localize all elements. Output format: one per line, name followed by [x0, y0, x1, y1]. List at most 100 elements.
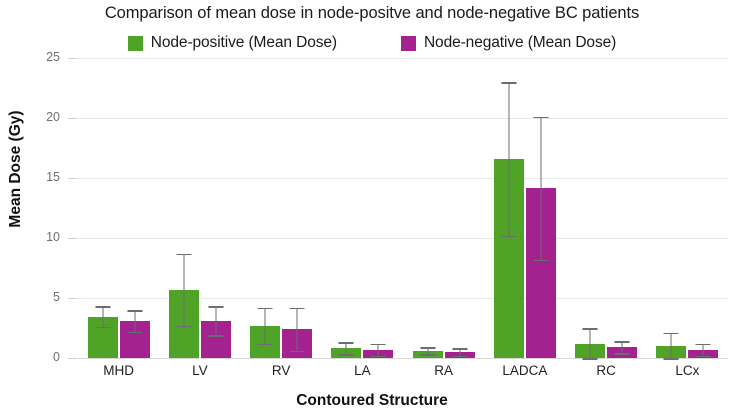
error-bar-cap-upper — [614, 341, 630, 343]
error-bar-cap-upper — [452, 348, 468, 350]
bar-node-negative[interactable] — [688, 58, 719, 358]
error-bar-cap-upper — [420, 347, 436, 349]
y-axis-tick-mark — [68, 178, 77, 179]
y-axis-tick-mark — [68, 58, 77, 59]
y-axis-tick-mark — [68, 118, 77, 119]
error-bar-cap-upper — [501, 82, 517, 84]
error-bar-cap-lower — [501, 235, 517, 238]
error-bar — [264, 307, 266, 344]
bar-node-positive[interactable] — [575, 58, 606, 360]
bar-node-negative[interactable] — [444, 58, 475, 358]
bar-group — [159, 58, 240, 358]
error-bar-cap-lower — [663, 358, 679, 360]
error-bar — [134, 310, 136, 332]
error-bar-cap-lower — [533, 259, 549, 262]
x-axis-title: Contoured Structure — [296, 392, 448, 409]
error-bar-cap-upper — [208, 306, 224, 308]
error-bar — [621, 341, 623, 354]
gridline — [78, 58, 728, 59]
error-bar-cap-lower — [208, 335, 224, 337]
bar-node-positive[interactable] — [168, 58, 199, 358]
y-axis-tick-label: 20 — [46, 110, 60, 124]
gridline — [78, 238, 728, 239]
legend-swatch-node-positive — [127, 35, 143, 51]
y-axis-tick-label: 0 — [53, 350, 60, 364]
legend-label-node-positive: Node-positive (Mean Dose) — [150, 34, 337, 51]
y-axis-tick-label: 25 — [46, 50, 60, 64]
error-bar-cap-lower — [289, 350, 305, 353]
bar-node-negative[interactable] — [607, 58, 638, 358]
x-axis-tick-label: RC — [596, 363, 616, 378]
x-axis-tick-label: LCx — [675, 363, 700, 378]
error-bar-cap-upper — [582, 328, 598, 330]
error-bar-cap-upper — [695, 343, 711, 346]
x-axis-tick-label: MHD — [103, 363, 134, 378]
chart-title: Comparison of mean dose in node-positve … — [104, 4, 640, 22]
bar-node-negative[interactable] — [363, 58, 394, 358]
bar-group — [78, 58, 159, 358]
y-axis-tick-label: 15 — [46, 170, 60, 184]
y-axis-tick-mark — [68, 298, 77, 299]
error-bar-cap-upper — [533, 116, 549, 119]
error-bar-cap-upper — [663, 332, 679, 335]
x-axis-tick-label: RV — [271, 363, 291, 378]
legend-label-node-negative: Node-negative (Mean Dose) — [423, 34, 617, 51]
bar-group — [647, 58, 728, 360]
error-bar-cap-upper — [127, 310, 143, 312]
error-bar-cap-lower — [257, 343, 273, 346]
error-bar-cap-upper — [289, 307, 305, 310]
bar-node-positive[interactable] — [87, 58, 118, 358]
y-axis-tick-mark — [68, 358, 77, 359]
gridline — [78, 178, 728, 179]
error-bar — [345, 342, 347, 355]
bar-group — [322, 58, 403, 358]
error-bar — [670, 332, 672, 358]
chart-legend: Node-positive (Mean Dose) Node-negative … — [0, 34, 744, 52]
error-bar-cap-lower — [338, 354, 354, 356]
legend-swatch-node-negative — [400, 35, 416, 51]
gridline — [78, 118, 728, 119]
bar-node-positive[interactable] — [250, 58, 281, 358]
error-bar-cap-lower — [452, 355, 468, 358]
error-bar — [540, 116, 542, 260]
error-bar-cap-upper — [370, 343, 386, 346]
error-bar — [702, 343, 704, 356]
error-bar-cap-upper — [257, 307, 273, 310]
error-bar — [296, 307, 298, 351]
error-bar — [508, 82, 510, 236]
bar-node-positive[interactable] — [493, 58, 524, 358]
x-axis-tick-label: LA — [354, 363, 371, 378]
error-bar-cap-lower — [370, 355, 386, 358]
legend-item-node-negative: Node-negative (Mean Dose) — [400, 34, 617, 52]
bar-node-negative[interactable] — [525, 58, 556, 358]
bar-node-positive[interactable] — [656, 58, 687, 360]
y-axis-tick-label: 5 — [53, 290, 60, 304]
bar-node-negative[interactable] — [119, 58, 150, 358]
gridline — [78, 358, 728, 359]
bar-node-positive[interactable] — [412, 58, 443, 358]
error-bar-cap-upper — [95, 306, 111, 308]
legend-item-node-positive: Node-positive (Mean Dose) — [127, 34, 337, 52]
gridline — [78, 298, 728, 299]
error-bar-cap-upper — [176, 253, 192, 256]
error-bar-cap-lower — [695, 355, 711, 358]
bar-node-positive[interactable] — [331, 58, 362, 358]
x-axis-tick-label: LADCA — [502, 363, 548, 378]
bar-node-negative[interactable] — [200, 58, 231, 358]
error-bar-cap-lower — [420, 354, 436, 356]
bar-node-negative[interactable] — [282, 58, 313, 358]
bar-group — [484, 58, 565, 358]
error-bar — [459, 348, 461, 356]
y-axis-title: Mean Dose (Gy) — [7, 110, 24, 228]
error-bar — [377, 343, 379, 356]
error-bar — [589, 328, 591, 358]
bar-groups — [78, 58, 728, 360]
bar-group — [403, 58, 484, 358]
y-axis-tick-mark — [68, 238, 77, 239]
error-bar-cap-lower — [127, 331, 143, 334]
error-bar-cap-lower — [582, 358, 598, 360]
x-axis-tick-label: RA — [434, 363, 453, 378]
error-bar-cap-lower — [614, 353, 630, 355]
